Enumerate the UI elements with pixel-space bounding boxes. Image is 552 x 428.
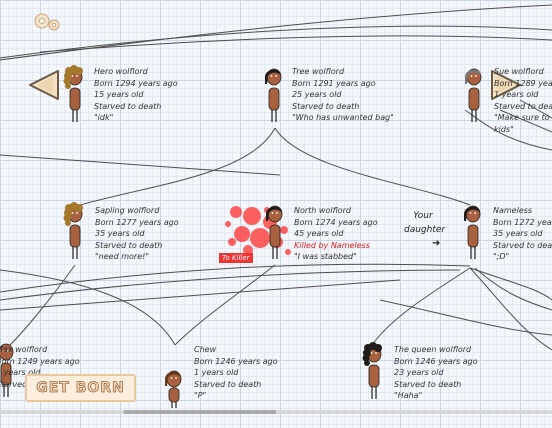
birth-text: Born 1289 years ago: [494, 78, 552, 88]
age-text: 35 years old: [493, 229, 543, 238]
age-text: 45 years old: [294, 229, 344, 238]
quote-text: "need more!": [95, 252, 149, 261]
to-killer-label[interactable]: To Killer: [219, 253, 253, 263]
death-text: Starved to death: [493, 240, 552, 250]
avatar-right-top[interactable]: [462, 66, 486, 126]
death-text: Killed by Nameless: [294, 240, 370, 250]
avatar-sapling[interactable]: [63, 202, 87, 263]
death-text: Starved to death: [194, 379, 262, 389]
arrow-right-icon[interactable]: [489, 68, 523, 102]
death-text: Starved to death: [95, 240, 163, 250]
quote-text: "Haha": [394, 391, 423, 400]
avatar-north[interactable]: [263, 203, 287, 263]
person-name: North wolflord: [294, 206, 352, 215]
death-text: Starved to death: [394, 379, 462, 389]
quote-text: "P": [194, 391, 207, 400]
family-tree-lines: [0, 4, 552, 351]
avatar-chew[interactable]: [162, 368, 186, 428]
scrollbar-thumb[interactable]: [124, 410, 276, 414]
quote-text: ";D": [493, 252, 510, 261]
age-text: 1 years old: [0, 368, 41, 377]
quote-text: "I was stabbed": [294, 252, 357, 261]
quote-text: "Who has unwanted bag": [292, 113, 394, 122]
birth-text: Born 1246 years ago: [394, 356, 478, 366]
arrow-left-icon[interactable]: [27, 68, 61, 102]
death-text: Starved to death: [494, 101, 552, 111]
birth-text: Born 1277 years ago: [95, 217, 179, 227]
person-name: Tree wolflord: [292, 67, 345, 76]
age-text: 35 years old: [95, 229, 145, 238]
birth-text: Born 1272 years ago: [493, 217, 552, 227]
person-name: Sapling wolflord: [95, 206, 160, 215]
birth-text: Born 1294 years ago: [94, 78, 178, 88]
person-name: Hero wolflord: [94, 67, 148, 76]
person-name: Chew: [194, 345, 217, 354]
gear-icon[interactable]: [31, 10, 63, 36]
horizontal-scrollbar[interactable]: [0, 410, 552, 414]
age-text: 25 years old: [292, 90, 342, 99]
birth-text: Born 1246 years ago: [194, 356, 278, 366]
your-daughter-label: Your daughter: [404, 211, 446, 235]
person-name: The queen wolflord: [394, 345, 472, 354]
avatar-tree[interactable]: [262, 66, 286, 126]
arrow-right-icon: ➜: [432, 238, 441, 249]
birth-text: Born 1274 years ago: [294, 217, 378, 227]
death-text: Starved to death: [94, 101, 162, 111]
avatar-nameless[interactable]: [461, 203, 485, 263]
birth-text: Born 1291 years ago: [292, 78, 376, 88]
person-name: Nameless: [493, 206, 533, 215]
age-text: 15 years old: [94, 90, 144, 99]
age-text: 1 years old: [494, 90, 539, 99]
birth-text: Born 1249 years ago: [0, 356, 80, 366]
age-text: 1 years old: [194, 368, 239, 377]
age-text: 23 years old: [394, 368, 444, 377]
person-name: Max wolflord: [0, 345, 48, 354]
death-text: Starved to death: [292, 101, 360, 111]
avatar-queen[interactable]: [362, 342, 386, 403]
quote-text: "Make sure to have: [494, 113, 552, 122]
avatar-hero[interactable]: [63, 65, 87, 126]
quote-text: kids": [494, 124, 514, 134]
avatar-max[interactable]: [0, 341, 18, 401]
get-born-button[interactable]: GET BORN: [25, 374, 136, 402]
quote-text: "idk": [94, 113, 114, 122]
person-name: Sue wolflord: [494, 67, 544, 76]
